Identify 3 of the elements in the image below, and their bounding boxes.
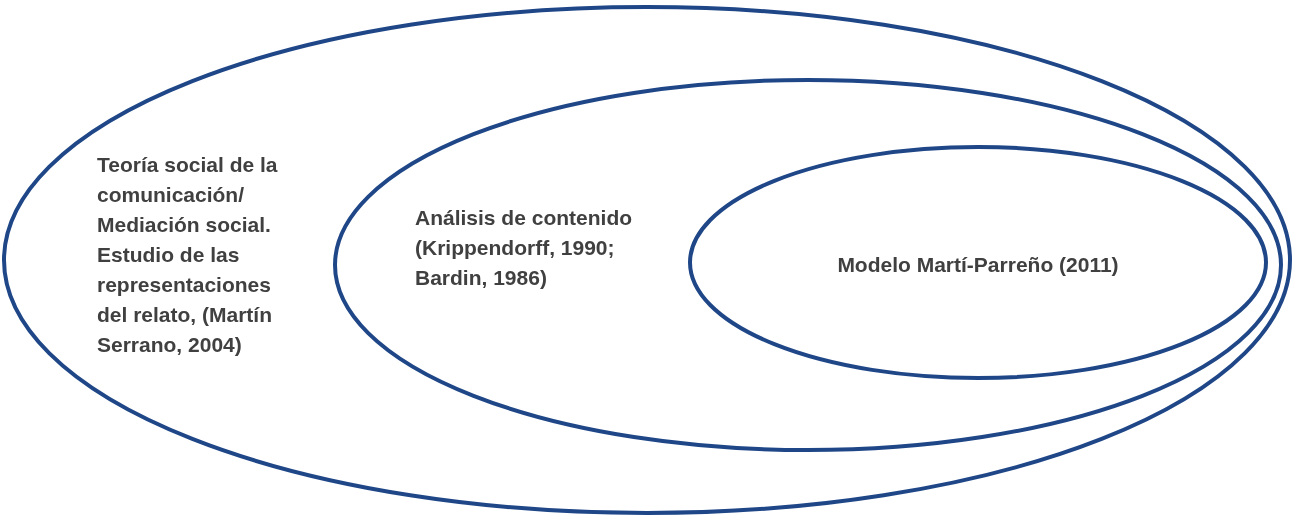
node-label: Teoría social de la comunicación/ Mediación social. Estudio de las representaciones del relato, (Martín Serrano, 2004) — [97, 152, 279, 358]
node-label: Modelo Martí-Parreño (2011) — [836, 252, 1120, 278]
node-label: Análisis de contenido (Krippendorff, 1990; Bardin, 1986) — [415, 205, 634, 291]
